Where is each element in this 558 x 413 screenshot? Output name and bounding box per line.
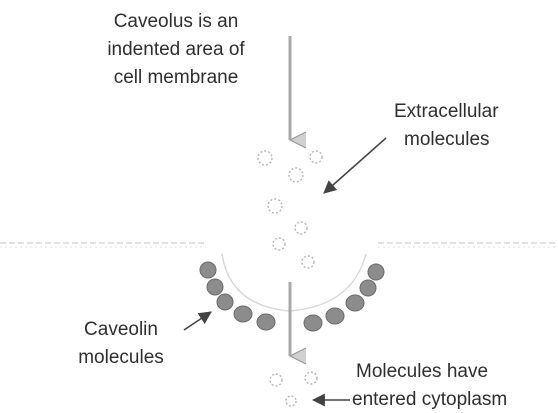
entered-cytoplasm-label: Molecules have entered cytoplasm bbox=[356, 358, 507, 413]
extracellular-pointer bbox=[324, 138, 386, 193]
entered-label-line-1: Molecules have bbox=[356, 358, 507, 386]
caveolin-label: Caveolin molecules bbox=[60, 316, 182, 372]
caveolus-label-line-1: Caveolus is an bbox=[78, 8, 274, 36]
caveolin-label-line-1: Caveolin bbox=[60, 316, 182, 344]
entered-label-line-2: entered cytoplasm bbox=[352, 386, 507, 413]
caveolin-label-line-2: molecules bbox=[60, 344, 182, 372]
extracellular-label: Extracellular molecules bbox=[394, 98, 499, 154]
caveolus-label-line-3: cell membrane bbox=[78, 64, 274, 92]
cell-membrane bbox=[0, 243, 558, 311]
caveolus-label-line-2: indented area of bbox=[78, 36, 274, 64]
extracellular-molecules bbox=[258, 151, 322, 268]
extracellular-label-line-2: molecules bbox=[394, 126, 499, 154]
extracellular-label-line-1: Extracellular bbox=[394, 98, 499, 126]
internalized-molecules bbox=[270, 372, 317, 406]
caveolin-pointer bbox=[184, 312, 211, 330]
caveolus-label: Caveolus is an indented area of cell mem… bbox=[78, 8, 274, 92]
